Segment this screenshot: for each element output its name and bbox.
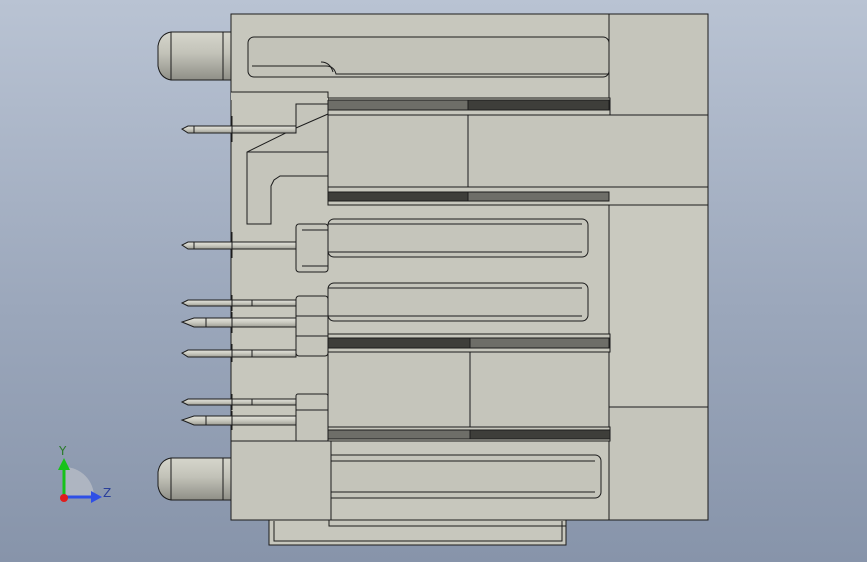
contact-module-4 (327, 351, 471, 428)
locating-post-bottom (157, 457, 232, 501)
triad-x-axis-dot (60, 494, 68, 502)
solder-pin (180, 295, 297, 311)
pin-boss (295, 223, 329, 273)
triad-z-arrow-icon (91, 491, 102, 503)
cavity-dark-slot (467, 191, 610, 202)
housing-side-panel (608, 198, 709, 408)
housing-lower-flange (230, 440, 332, 521)
pin-boss (295, 393, 329, 443)
orientation-triad[interactable]: Y Z (58, 444, 111, 503)
solder-pin (181, 116, 297, 142)
contact-module-1 (327, 114, 469, 191)
solder-pin (180, 411, 297, 430)
cavity-dark-slot (327, 191, 469, 202)
triad-y-arrow-icon (58, 458, 70, 470)
locating-post-top (157, 31, 232, 81)
contact-module-3 (327, 282, 589, 322)
connector-model[interactable] (157, 13, 709, 546)
solder-pin (180, 312, 297, 333)
cavity-dark-slot (467, 99, 610, 111)
solder-pin (181, 344, 297, 362)
triad-label-z: Z (103, 486, 111, 500)
cavity-dark-slot (327, 429, 471, 440)
top-latch-slot (247, 36, 610, 78)
solder-pin (181, 232, 297, 258)
triad-plane-indicator (64, 467, 94, 497)
solder-pin (180, 394, 297, 410)
contact-module-2 (327, 218, 589, 258)
triad-label-y: Y (58, 444, 67, 458)
cavity-dark-slot (469, 429, 611, 440)
cavity-dark-slot (327, 99, 469, 111)
pin-boss (295, 295, 329, 357)
cavity-dark-slot (469, 337, 610, 349)
cavity-dark-slot (327, 337, 471, 349)
